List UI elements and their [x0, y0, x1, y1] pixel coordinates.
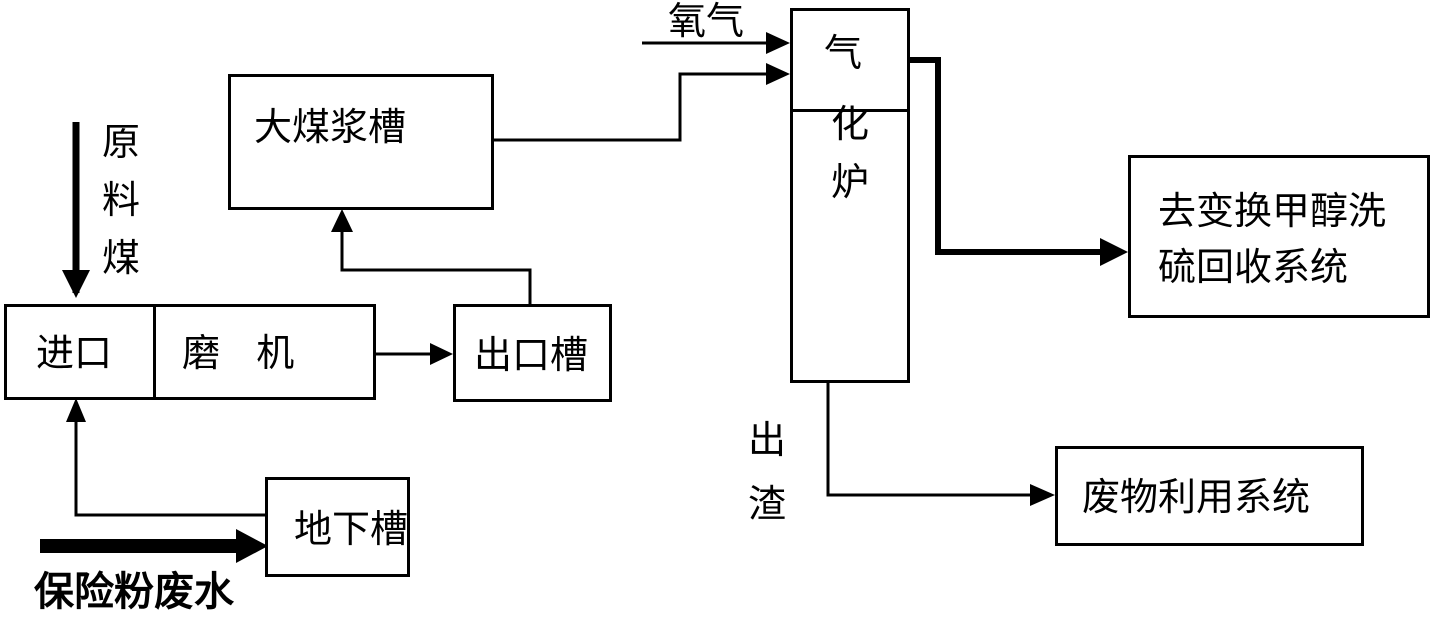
outlet-tank-label: 出口槽	[474, 333, 589, 377]
edge-undergroundtank-to-inlet	[74, 412, 268, 517]
edge-bigtank-to-gasifier	[492, 72, 770, 142]
raw-coal-label: 原料煤	[101, 120, 140, 280]
waste-util-box	[1055, 446, 1364, 546]
edge-gasifier-to-downstream	[907, 57, 1106, 255]
oxygen-label: 氧气	[668, 0, 745, 43]
wastewater-label: 保险粉废水	[34, 569, 234, 615]
arrowhead-downstream	[1100, 238, 1128, 266]
arrowhead-inlet-up	[66, 398, 86, 422]
edge-slag-to-wasteutil	[826, 383, 1030, 497]
arrowhead-bigtank	[331, 209, 353, 232]
arrowhead-gasifier-oxygen	[766, 32, 790, 54]
arrowhead-gasifier-slurry	[766, 63, 790, 85]
mill-label: 磨 机	[182, 331, 295, 375]
arrowhead-wastewater	[236, 529, 268, 563]
waste-util-label: 废物利用系统	[1082, 475, 1311, 519]
gasifier-top-label: 气	[824, 31, 863, 75]
outlet-tank-box	[453, 304, 612, 402]
gasifier-body-box	[790, 109, 910, 383]
underground-tank-box	[265, 477, 410, 577]
arrowhead-outlettank	[430, 343, 453, 365]
big-slurry-tank-label: 大煤浆槽	[254, 105, 407, 149]
edge-outlettank-to-bigtank	[340, 230, 532, 304]
mill-box	[153, 304, 376, 400]
downstream-label-line1: 去变换甲醇洗	[1158, 189, 1387, 233]
downstream-box	[1128, 155, 1430, 318]
arrowhead-coal	[62, 270, 90, 298]
gasifier-body-label: 化炉	[830, 102, 869, 204]
inlet-label: 进口	[36, 331, 113, 375]
arrowhead-wasteutil	[1030, 484, 1055, 506]
slag-label: 出渣	[747, 418, 786, 526]
downstream-label-line2: 硫回收系统	[1158, 245, 1349, 289]
big-slurry-tank-box	[228, 74, 494, 210]
underground-tank-label: 地下槽	[294, 507, 409, 551]
